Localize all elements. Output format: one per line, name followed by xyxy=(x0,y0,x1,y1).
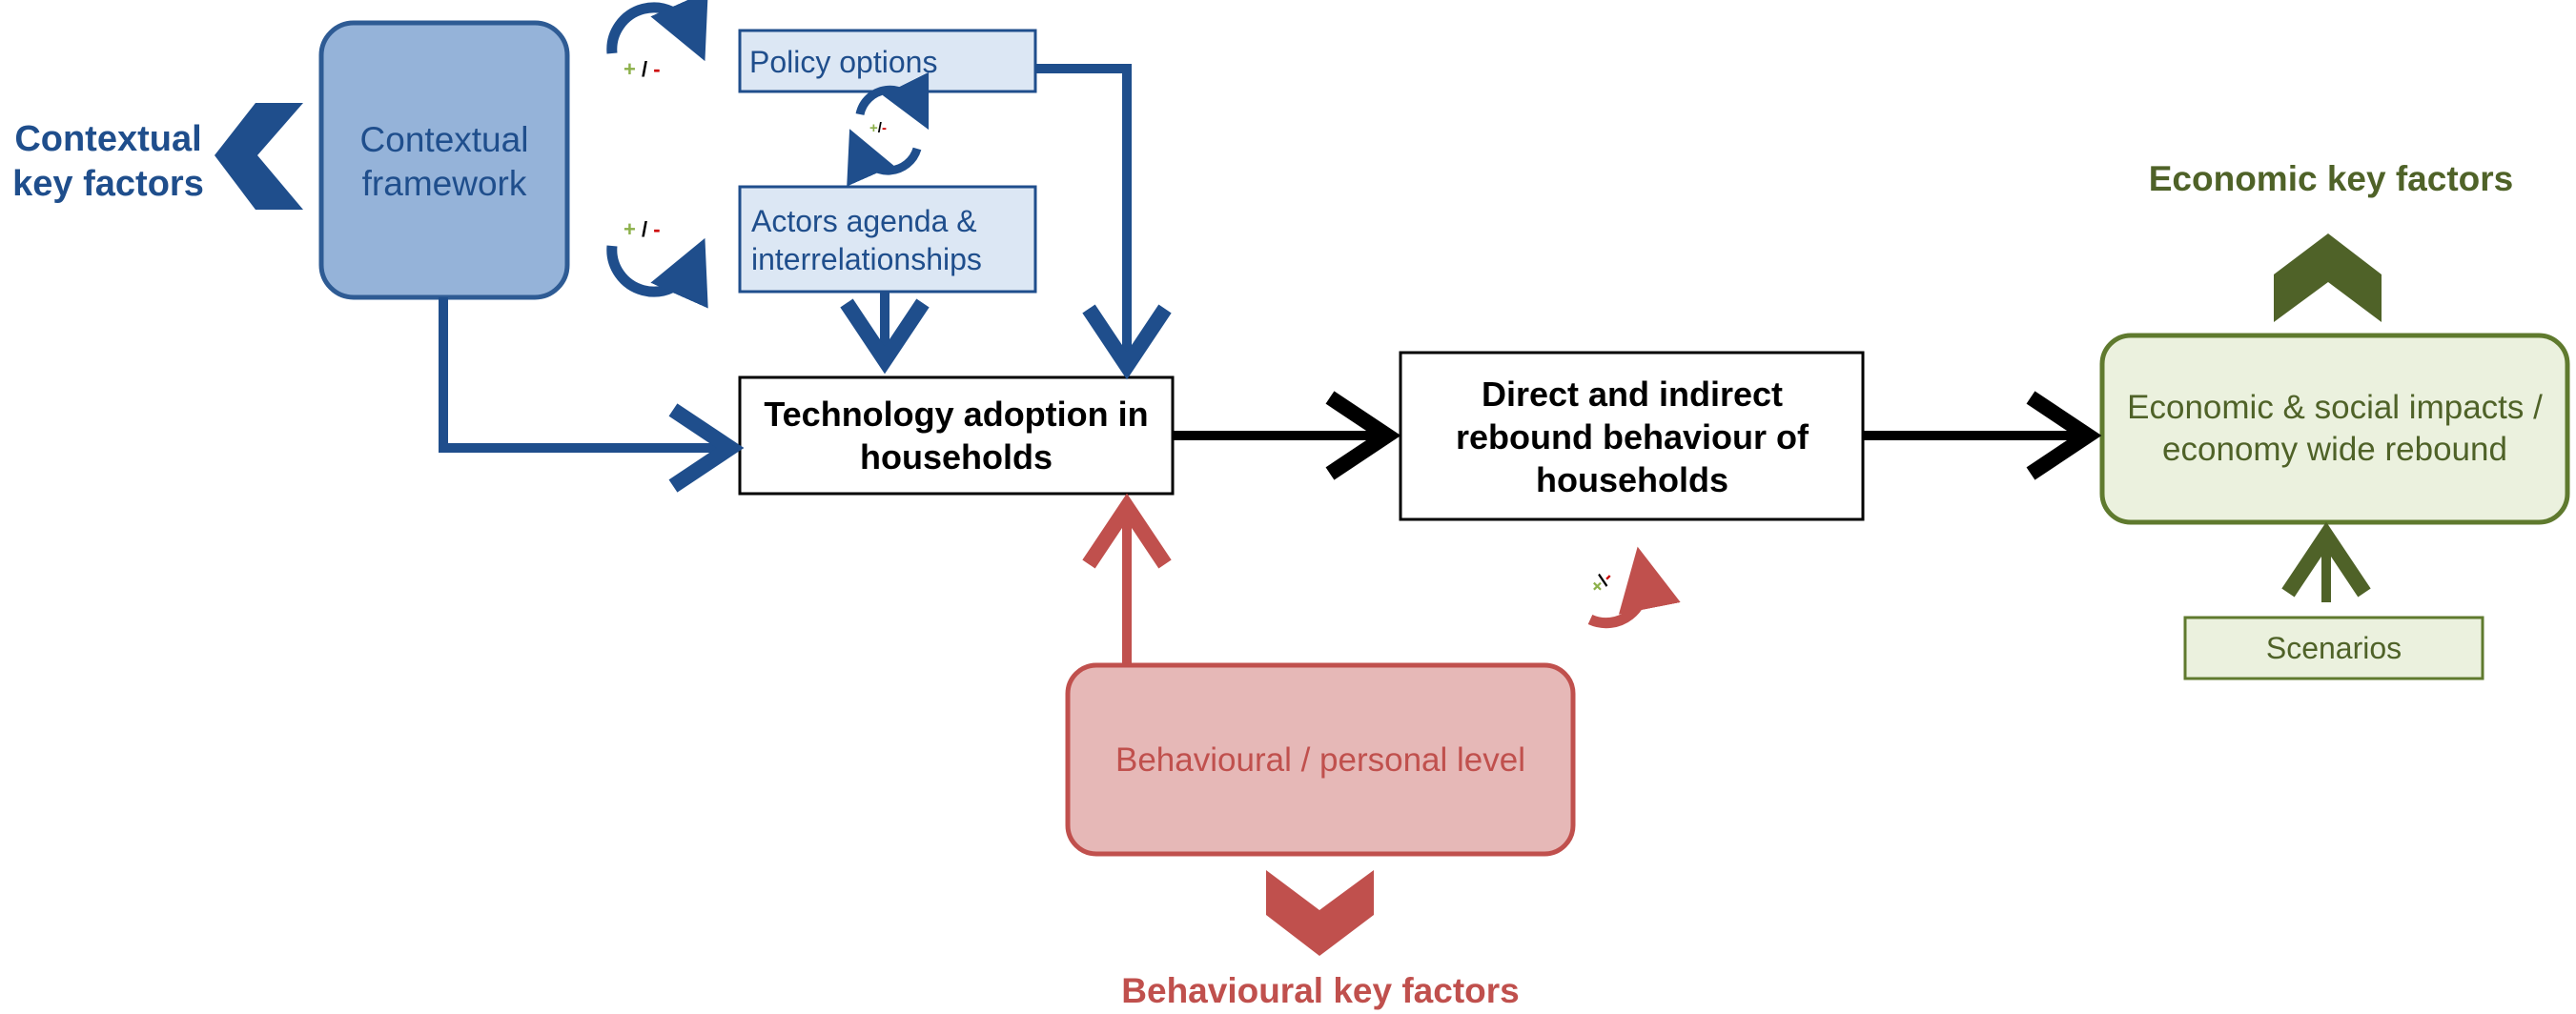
behavioural-level-box xyxy=(1065,662,1576,857)
cycle-arrow-icon xyxy=(855,71,930,131)
economic-key-factors-heading: Economic key factors xyxy=(2148,158,2514,198)
chevron-up-icon xyxy=(2274,233,2382,322)
economic-impacts-label: Economic & social impacts / economy wide… xyxy=(2127,389,2543,468)
contextual-framework-label: Contextual framework xyxy=(359,119,529,203)
scenarios-box xyxy=(2183,616,2484,680)
contextual-key-factors-heading: Contextual key factors xyxy=(12,118,204,205)
behavioural-level-label: Behavioural / personal level xyxy=(1115,741,1525,780)
cycle-arrow-icon xyxy=(606,237,708,309)
cycle-arrow-icon xyxy=(847,129,922,187)
policy-to-technology-arrow xyxy=(1035,64,1172,380)
feedback-sign-small: +/- xyxy=(869,120,887,136)
feedback-sign-middle: + / - xyxy=(624,217,661,241)
feedback-sign-top: + / - xyxy=(624,57,661,81)
behavioural-key-factors-heading: Behavioural key factors xyxy=(1121,970,1520,1010)
rebound-behaviour-label: Direct and indirect rebound behaviour of… xyxy=(1455,374,1809,499)
actors-agenda-label: Actors agenda & interrelationships xyxy=(751,204,982,276)
contextual-to-technology-arrow xyxy=(439,297,745,493)
technology-adoption-box xyxy=(738,375,1175,496)
chevron-left-icon xyxy=(215,103,303,210)
actors-agenda-box xyxy=(738,185,1037,294)
policy-options-label: Policy options xyxy=(749,45,938,79)
technology-adoption-label: Technology adoption in households xyxy=(764,395,1149,477)
cycle-arrow-icon xyxy=(1587,546,1681,629)
chevron-down-icon xyxy=(1266,870,1374,956)
cycle-arrow-icon xyxy=(606,0,708,62)
scenarios-label: Scenarios xyxy=(2265,631,2402,665)
